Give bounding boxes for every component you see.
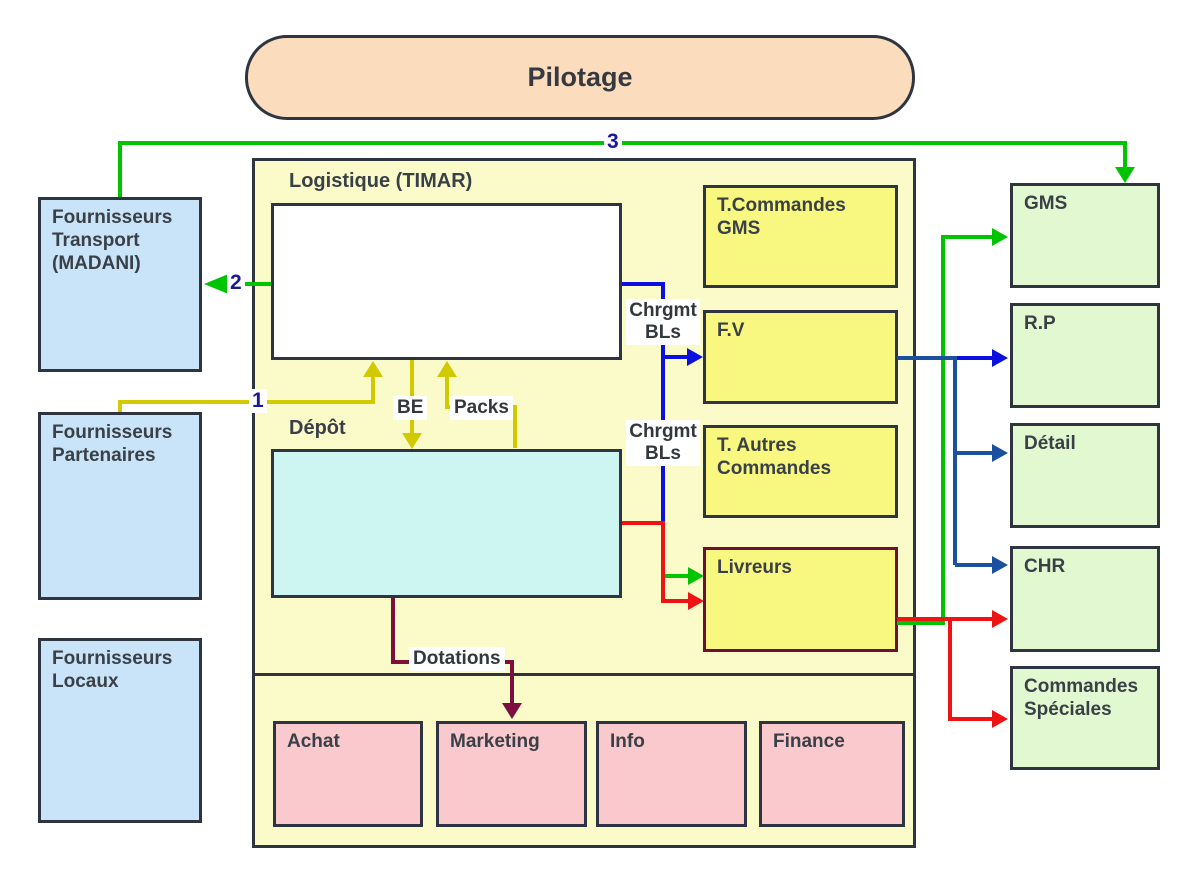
node-fournisseurs-locaux: Fournisseurs Locaux	[38, 638, 202, 823]
depot-title: Dépôt	[289, 417, 346, 439]
logistique-title: Logistique (TIMAR)	[289, 170, 473, 192]
node-fournisseurs-transport: Fournisseurs Transport (MADANI)	[38, 197, 202, 372]
node-chr: CHR	[1010, 546, 1160, 652]
fournisseurs-transport-label: Fournisseurs Transport (MADANI)	[52, 207, 173, 275]
node-logistique-trucks	[271, 203, 622, 360]
gms-label: GMS	[1024, 193, 1068, 214]
node-pilotage: Pilotage	[245, 35, 915, 120]
node-t-commandes-gms: T.Commandes GMS	[703, 185, 898, 288]
node-detail: Détail	[1010, 423, 1160, 528]
flow-label-chrgmt-bls-1: Chrgmt BLs	[626, 299, 700, 345]
fv-label: F.V	[717, 320, 745, 341]
flow-label-3: 3	[604, 130, 622, 155]
node-commandes-speciales: Commandes Spéciales	[1010, 666, 1160, 770]
chr-label: CHR	[1024, 556, 1066, 577]
node-achat: Achat	[273, 721, 423, 827]
detail-label: Détail	[1024, 433, 1076, 454]
achat-label: Achat	[287, 731, 340, 752]
commandes-speciales-label: Commandes Spéciales	[1024, 676, 1139, 721]
node-fournisseurs-partenaires: Fournisseurs Partenaires	[38, 412, 202, 600]
flow-label-chrgmt-bls-2: Chrgmt BLs	[626, 420, 700, 466]
info-label: Info	[610, 731, 645, 752]
node-gms: GMS	[1010, 183, 1160, 288]
t-autres-commandes-label: T. Autres Commandes	[717, 435, 832, 480]
fournisseurs-partenaires-label: Fournisseurs Partenaires	[52, 422, 173, 467]
node-depot	[271, 449, 622, 598]
node-t-autres-commandes: T. Autres Commandes	[703, 425, 898, 518]
node-livreurs: Livreurs	[703, 547, 898, 652]
pilotage-label: Pilotage	[527, 62, 633, 93]
rp-label: R.P	[1024, 313, 1056, 334]
flow-label-packs: Packs	[450, 396, 513, 420]
marketing-label: Marketing	[450, 731, 540, 752]
pane-divider	[255, 673, 913, 676]
finance-label: Finance	[773, 731, 845, 752]
flow-label-be: BE	[393, 396, 428, 420]
node-rp: R.P	[1010, 303, 1160, 408]
node-info: Info	[596, 721, 747, 827]
flow-label-1: 1	[249, 389, 267, 414]
t-commandes-gms-label: T.Commandes GMS	[717, 195, 846, 240]
node-fv: F.V	[703, 310, 898, 404]
node-finance: Finance	[759, 721, 905, 827]
flow-label-dotations: Dotations	[409, 647, 505, 671]
flow-label-2: 2	[227, 271, 245, 296]
flow-blue-to-rp	[955, 349, 1008, 367]
node-marketing: Marketing	[436, 721, 587, 827]
fournisseurs-locaux-label: Fournisseurs Locaux	[52, 648, 173, 693]
livreurs-label: Livreurs	[717, 557, 792, 578]
